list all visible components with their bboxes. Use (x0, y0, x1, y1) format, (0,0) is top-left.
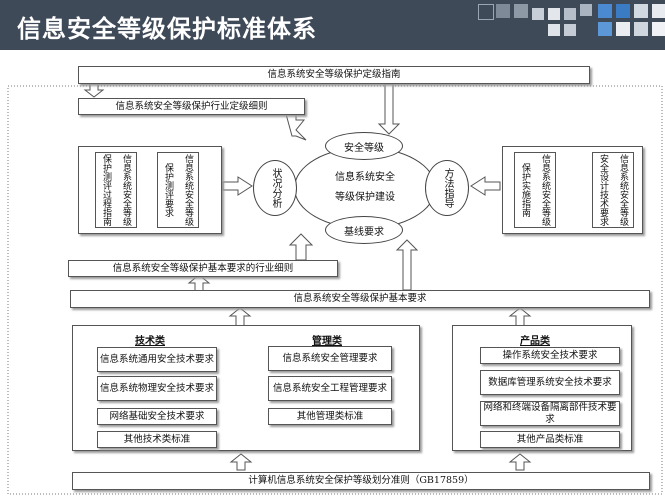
status-analysis-label: 状况分析 (270, 168, 281, 208)
product-item: 数据库管理系统安全技术要求 (480, 370, 620, 395)
product-item: 网络和终端设备隔离部件技术要求 (480, 401, 620, 426)
grading-guide-box: 信息系统安全等级保护定级指南 (78, 66, 590, 84)
gb17859-label: 计算机信息系统安全保护等级划分准则（GB17859） (248, 475, 474, 486)
evaluation-requirements-label: 保护测评要求 (163, 163, 173, 217)
implementation-guide-box: 保护实施指南 信息系统安全等级 (514, 152, 556, 228)
decor-square (548, 24, 560, 36)
center-line1: 信息系统安全 (335, 172, 395, 183)
tech-item: 信息系统物理安全技术要求 (97, 376, 217, 401)
decor-square (514, 4, 528, 18)
evaluation-process-guide-label: 保护测评过程指南 (101, 154, 111, 226)
product-item: 操作系统安全技术要求 (480, 347, 620, 364)
tech-item: 信息系统通用安全技术要求 (97, 347, 217, 372)
decor-square (616, 22, 630, 36)
mgmt-item-label: 信息系统安全工程管理要求 (272, 382, 387, 394)
standards-diagram: 信息系统安全等级保护定级指南 信息系统安全等级保护行业定级细则 保护测评过程指南… (0, 50, 665, 497)
product-item-label: 操作系统安全技术要求 (502, 349, 598, 361)
decor-square (598, 4, 612, 18)
decor-square (496, 4, 510, 18)
decor-square (598, 22, 612, 36)
mgmt-item: 信息系统安全管理要求 (268, 346, 392, 371)
decor-square (478, 4, 494, 20)
connectors (7, 83, 663, 495)
evaluation-process-system-label: 信息系统安全等级 (121, 154, 131, 226)
decor-square (634, 4, 648, 18)
evaluation-process-guide-box: 保护测评过程指南 信息系统安全等级 (95, 152, 137, 228)
tech-item: 其他技术类标准 (97, 431, 217, 448)
grading-guide-label: 信息系统安全等级保护定级指南 (267, 69, 401, 80)
mgmt-item: 信息系统安全工程管理要求 (268, 376, 392, 401)
security-level-ellipse: 安全等级 (325, 132, 403, 160)
basic-industry-rules-box: 信息系统安全等级保护基本要求的行业细则 (68, 260, 338, 277)
security-level-label: 安全等级 (344, 142, 384, 154)
slide-title: 信息安全等级保护标准体系 (17, 15, 317, 43)
decor-square (564, 8, 576, 20)
basic-requirements-box: 信息系统安全等级保护基本要求 (70, 290, 650, 308)
status-analysis-ellipse: 状况分析 (253, 160, 297, 216)
product-heading: 产品类 (520, 336, 550, 347)
gb17859-box: 计算机信息系统安全保护等级划分准则（GB17859） (72, 472, 650, 490)
basic-industry-rules-label: 信息系统安全等级保护基本要求的行业细则 (112, 262, 294, 274)
mgmt-item-label: 其他管理类标准 (296, 410, 364, 422)
tech-item-label: 其他技术类标准 (123, 433, 191, 445)
decor-square (652, 4, 665, 18)
tech-item-label: 信息系统通用安全技术要求 (99, 353, 214, 365)
product-item-label: 网络和终端设备隔离部件技术要求 (483, 401, 617, 425)
mgmt-item-label: 信息系统安全管理要求 (282, 352, 378, 364)
tech-item: 网络基础安全技术要求 (97, 408, 217, 425)
design-requirements-label: 安全设计技术要求 (598, 154, 608, 226)
mgmt-item: 其他管理类标准 (268, 408, 392, 425)
decor-square (616, 4, 630, 18)
evaluation-requirements-box: 保护测评要求 信息系统安全等级 (157, 152, 199, 228)
decor-square (652, 22, 665, 36)
implementation-guide-system-label: 信息系统安全等级 (540, 154, 550, 226)
method-guidance-label: 方法指导 (442, 168, 453, 208)
design-requirements-system-label: 信息系统安全等级 (618, 154, 628, 226)
basic-requirements-label: 信息系统安全等级保护基本要求 (293, 293, 427, 304)
baseline-label: 基线要求 (344, 226, 384, 238)
decor-square (548, 8, 560, 20)
implementation-guide-label: 保护实施指南 (520, 163, 530, 217)
tech-heading: 技术类 (135, 336, 165, 347)
slide-header: 信息安全等级保护标准体系 (0, 0, 665, 50)
industry-rules-box: 信息系统安全等级保护行业定级细则 (78, 98, 305, 115)
tech-item-label: 网络基础安全技术要求 (109, 410, 205, 422)
decor-square (580, 4, 592, 16)
method-guidance-ellipse: 方法指导 (425, 160, 469, 216)
baseline-ellipse: 基线要求 (325, 216, 403, 244)
decor-square (634, 22, 648, 36)
design-requirements-box: 安全设计技术要求 信息系统安全等级 (592, 152, 634, 228)
evaluation-requirements-system-label: 信息系统安全等级 (183, 154, 193, 226)
product-item-label: 其他产品类标准 (516, 433, 584, 445)
product-item: 其他产品类标准 (480, 431, 620, 448)
product-item-label: 数据库管理系统安全技术要求 (488, 376, 612, 388)
decor-square (564, 24, 576, 36)
center-line2: 等级保护建设 (335, 192, 395, 203)
tech-item-label: 信息系统物理安全技术要求 (99, 382, 214, 394)
industry-rules-label: 信息系统安全等级保护行业定级细则 (115, 100, 268, 112)
decor-square (532, 8, 544, 20)
mgmt-heading: 管理类 (312, 336, 342, 347)
